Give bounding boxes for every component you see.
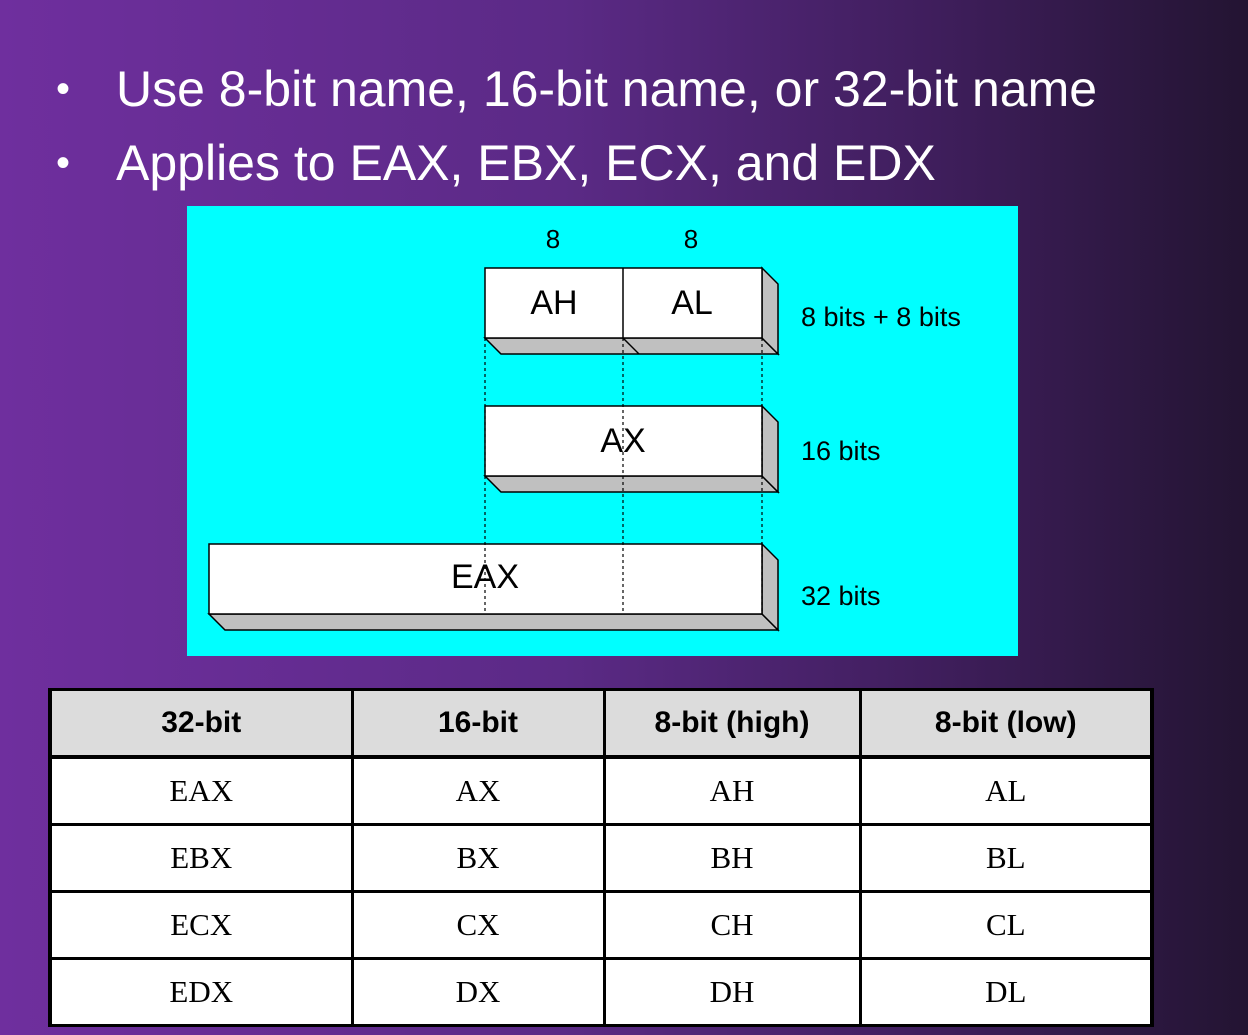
table-row: ECX CX CH CL <box>48 890 1154 960</box>
table-row: EDX DX DH DL <box>48 957 1154 1027</box>
table-row: EAX AX AH AL <box>48 755 1154 826</box>
table-cell: BX <box>350 823 606 893</box>
register-al-label: AL <box>671 284 713 322</box>
table-cell: DH <box>602 957 862 1027</box>
size-label-8-8: 8 bits + 8 bits <box>801 302 961 332</box>
column-header-32bit: 32-bit <box>48 688 354 759</box>
column-header-8bit-high: 8-bit (high) <box>602 688 862 759</box>
table-cell: AL <box>858 755 1154 826</box>
table-cell: ECX <box>48 890 354 960</box>
register-ah-label: AH <box>530 284 577 322</box>
table-cell: DX <box>350 957 606 1027</box>
size-label-32: 32 bits <box>801 581 881 611</box>
table-cell: EAX <box>48 755 354 826</box>
table-cell: DL <box>858 957 1154 1027</box>
bullet-text: Use 8-bit name, 16-bit name, or 32-bit n… <box>116 61 1098 117</box>
column-header-16bit: 16-bit <box>350 688 606 759</box>
width-label-low: 8 <box>684 224 698 254</box>
register-diagram: 8 8 AH AL AX EAX <box>187 206 1018 656</box>
table-cell: BH <box>602 823 862 893</box>
table-cell: BL <box>858 823 1154 893</box>
column-header-8bit-low: 8-bit (low) <box>858 688 1154 759</box>
table-cell: EDX <box>48 957 354 1027</box>
table-header-row: 32-bit 16-bit 8-bit (high) 8-bit (low) <box>48 688 1154 759</box>
table-cell: CL <box>858 890 1154 960</box>
register-box-ah-al <box>483 266 780 356</box>
bullet-item: • Applies to EAX, EBX, ECX, and EDX <box>52 126 1097 200</box>
bullet-list: • Use 8-bit name, 16-bit name, or 32-bit … <box>52 52 1097 200</box>
width-label-high: 8 <box>546 224 560 254</box>
table-cell: AH <box>602 755 862 826</box>
alignment-guides <box>484 338 763 614</box>
bullet-dot-icon: • <box>56 141 71 185</box>
bullet-item: • Use 8-bit name, 16-bit name, or 32-bit … <box>52 52 1097 126</box>
size-label-16: 16 bits <box>801 436 881 466</box>
table-cell: AX <box>350 755 606 826</box>
register-name-table: 32-bit 16-bit 8-bit (high) 8-bit (low) E… <box>48 688 1154 1027</box>
bullet-dot-icon: • <box>56 67 71 111</box>
table-cell: CH <box>602 890 862 960</box>
register-eax-label: EAX <box>451 558 519 596</box>
bullet-text: Applies to EAX, EBX, ECX, and EDX <box>116 135 936 191</box>
table-row: EBX BX BH BL <box>48 823 1154 893</box>
table-cell: CX <box>350 890 606 960</box>
table-cell: EBX <box>48 823 354 893</box>
